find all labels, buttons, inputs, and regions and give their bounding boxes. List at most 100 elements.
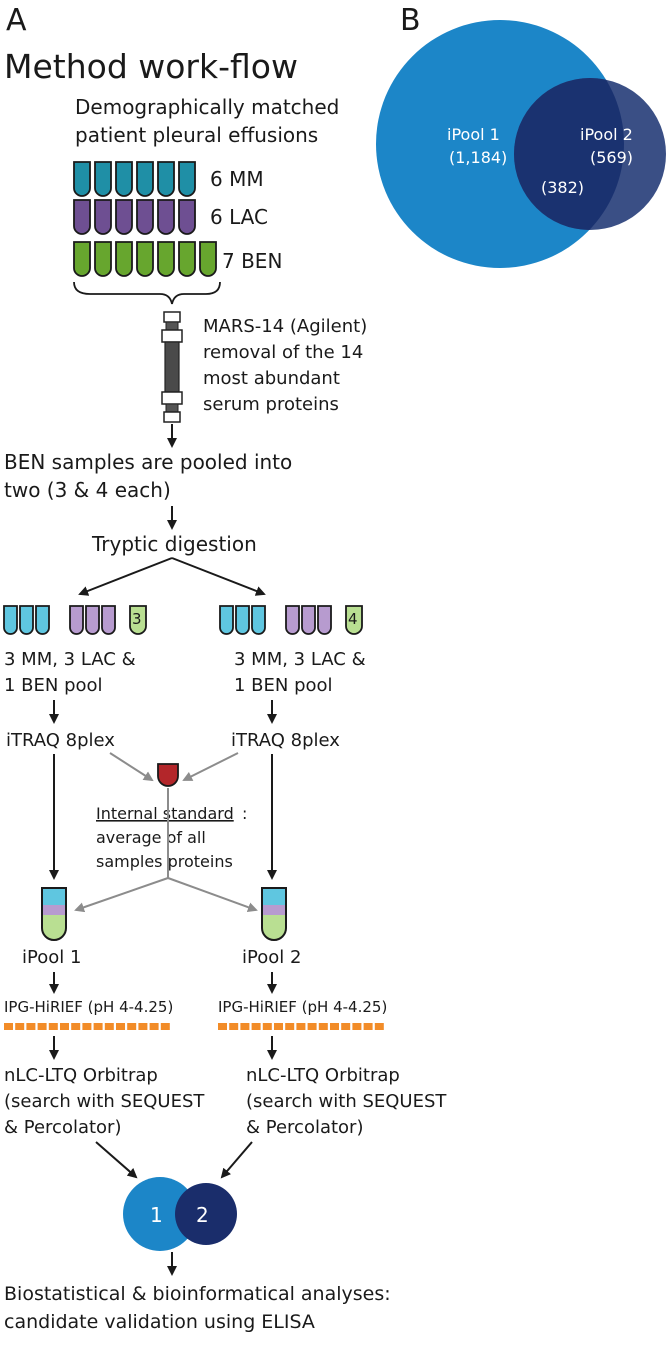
- hirief-fraction-0-6: [71, 1023, 81, 1030]
- left-mm-tube-2: [35, 605, 50, 635]
- sample-tube-2-0: [73, 241, 91, 277]
- right-itraq-label: iTRAQ 8plex: [231, 730, 340, 751]
- venn-set1-label: iPool 1: [447, 125, 500, 144]
- hirief-fraction-1-3: [251, 1023, 261, 1030]
- right-mm-tube-2: [251, 605, 266, 635]
- hirief-fraction-1-8: [307, 1023, 317, 1030]
- left-lac-tube-2: [101, 605, 116, 635]
- mars-column-icon: [161, 311, 183, 423]
- mars-line4: serum proteins: [203, 394, 339, 415]
- internal-standard-line2: average of all: [96, 828, 206, 847]
- hirief-fraction-1-10: [330, 1023, 339, 1030]
- hirief-fraction-0-4: [48, 1023, 58, 1030]
- right-orbitrap-line3: & Percolator): [246, 1117, 363, 1138]
- hirief-fraction-0-12: [138, 1023, 148, 1030]
- sample-tube-1-3: [136, 199, 154, 235]
- left-lac-tube-0: [69, 605, 84, 635]
- internal-standard-title: Internal standard: [96, 804, 234, 823]
- internal-standard-line3: samples proteins: [96, 852, 233, 871]
- ipool2-band-1: [262, 905, 286, 915]
- hirief-fraction-0-11: [127, 1023, 137, 1030]
- grey-arrow-standard-to-ipool2: [167, 877, 258, 912]
- hirief-fraction-1-2: [240, 1023, 250, 1030]
- left-hirief-label: IPG-HiRIEF (pH 4-4.25): [4, 998, 173, 1016]
- hirief-fraction-0-1: [15, 1023, 25, 1030]
- venn-small-circle-2: [175, 1183, 237, 1245]
- hirief-fraction-1-12: [352, 1023, 362, 1030]
- hirief-fraction-0-0: [4, 1023, 13, 1030]
- sample-tube-1-1: [94, 199, 112, 235]
- hirief-fraction-1-0: [218, 1023, 227, 1030]
- venn-overlap-count: (382): [541, 178, 584, 197]
- venn-set2-count: (569): [590, 148, 633, 167]
- hirief-strips: [4, 1023, 384, 1030]
- left-mix-line1: 3 MM, 3 LAC &: [4, 649, 136, 670]
- hirief-fraction-0-3: [37, 1023, 47, 1030]
- right-lac-tube-0: [285, 605, 300, 635]
- sample-tube-0-5: [178, 161, 196, 197]
- left-lac-tube-1: [85, 605, 100, 635]
- ipool1-band-1: [42, 905, 66, 915]
- hirief-fraction-0-14: [160, 1023, 170, 1030]
- ipool-tubes: [41, 887, 287, 941]
- ipool1-band-0: [42, 888, 66, 905]
- grey-arrow-left-to-standard: [109, 752, 154, 782]
- pool-line1: BEN samples are pooled into: [4, 450, 292, 474]
- ipool2-band-0: [262, 888, 286, 905]
- workflow-heading: Method work-flow: [4, 47, 298, 86]
- right-mix-line1: 3 MM, 3 LAC &: [234, 649, 366, 670]
- sample-tube-0-3: [136, 161, 154, 197]
- multiplex-tube-groups: [3, 605, 363, 635]
- hirief-fraction-0-8: [93, 1023, 103, 1030]
- hirief-fraction-1-7: [296, 1023, 306, 1030]
- hirief-fraction-1-9: [318, 1023, 328, 1030]
- left-orbitrap-line1: nLC-LTQ Orbitrap: [4, 1065, 158, 1086]
- left-itraq-label: iTRAQ 8plex: [6, 730, 115, 751]
- grey-arrow-standard-to-ipool1: [74, 877, 169, 913]
- right-hirief-label: IPG-HiRIEF (pH 4-4.25): [218, 998, 387, 1016]
- sample-tube-2-2: [115, 241, 133, 277]
- left-mix-line2: 1 BEN pool: [4, 675, 103, 696]
- venn-small-label-2: 2: [196, 1203, 209, 1227]
- pool-line2: two (3 & 4 each): [4, 478, 171, 502]
- group-label-lac: 6 LAC: [210, 205, 268, 229]
- right-ben-pool-tube: [345, 605, 363, 635]
- right-mm-tube-0: [219, 605, 234, 635]
- sample-tube-1-0: [73, 199, 91, 235]
- ipool2-label: iPool 2: [242, 947, 301, 968]
- sample-tube-rows: [73, 161, 217, 277]
- hirief-fraction-1-5: [274, 1023, 283, 1030]
- group-label-ben: 7 BEN: [222, 249, 282, 273]
- right-orbitrap-line2: (search with SEQUEST: [246, 1091, 447, 1112]
- sample-tube-1-2: [115, 199, 133, 235]
- internal-standard-tube: [157, 763, 179, 787]
- sample-tube-2-3: [136, 241, 154, 277]
- left-ben-pool-tube: [129, 605, 147, 635]
- venn-diagram: [376, 20, 666, 268]
- venn-set2-label: iPool 2: [580, 125, 633, 144]
- digestion-label: Tryptic digestion: [91, 532, 257, 556]
- right-pool-number: 4: [348, 610, 358, 628]
- sample-tube-2-5: [178, 241, 196, 277]
- hirief-fraction-0-5: [60, 1023, 69, 1030]
- sample-tube-0-4: [157, 161, 175, 197]
- arrow-digestion-right: [171, 557, 266, 596]
- hirief-fraction-1-13: [363, 1023, 373, 1030]
- hirief-fraction-1-1: [229, 1023, 239, 1030]
- ipool2-tube: [261, 887, 287, 941]
- sample-tube-2-1: [94, 241, 112, 277]
- hirief-fraction-0-2: [26, 1023, 36, 1030]
- venn-small-circle-1: [123, 1177, 197, 1251]
- hirief-fraction-1-14: [374, 1023, 384, 1030]
- right-orbitrap-line1: nLC-LTQ Orbitrap: [246, 1065, 400, 1086]
- ipool1-label: iPool 1: [22, 947, 81, 968]
- venn-small-label-1: 1: [150, 1203, 163, 1227]
- group-label-mm: 6 MM: [210, 167, 264, 191]
- grey-arrow-right-to-standard: [182, 752, 239, 781]
- hirief-fraction-0-10: [116, 1023, 125, 1030]
- sample-tube-2-6: [199, 241, 217, 277]
- final-line1: Biostatistical & bioinformatical analyse…: [4, 1283, 391, 1305]
- venn-overlap-region: [514, 78, 624, 230]
- left-mm-tube-1: [19, 605, 34, 635]
- hirief-fraction-0-13: [149, 1023, 159, 1030]
